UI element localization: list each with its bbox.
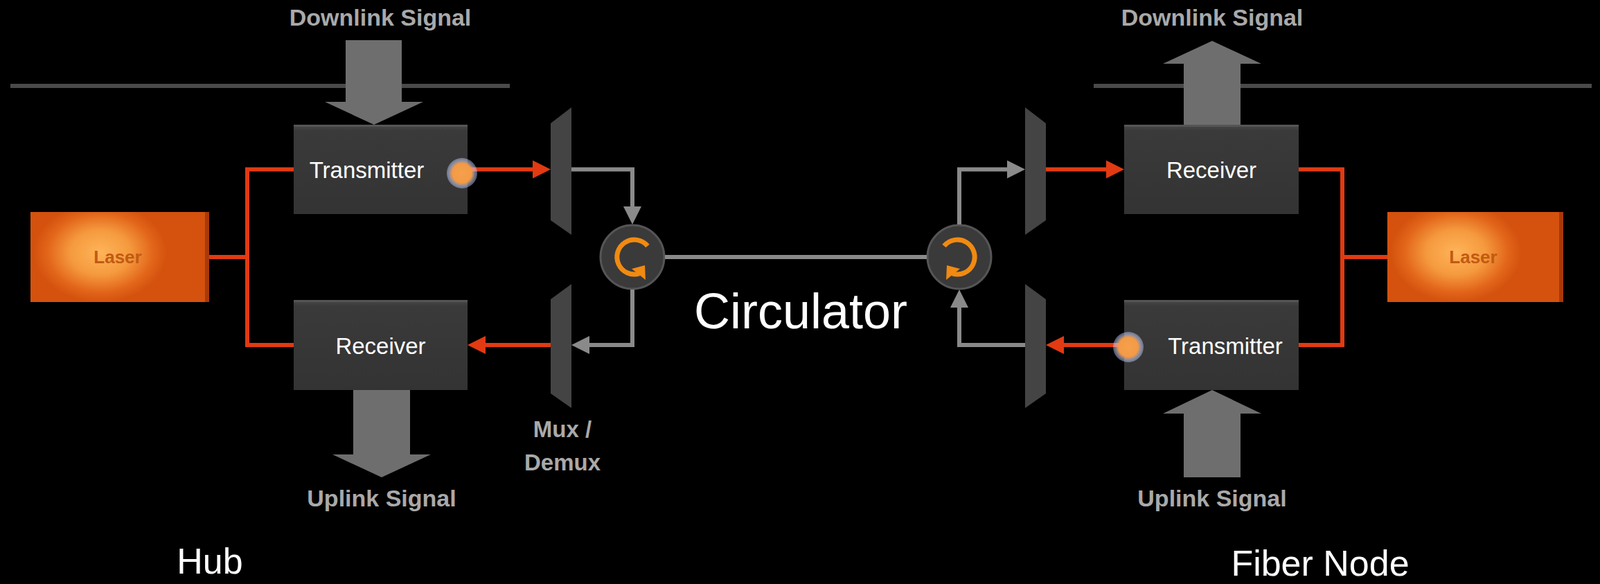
downlink-arrow (1162, 40, 1262, 125)
rail-line (1093, 83, 1592, 88)
receiver-box: Receiver (293, 299, 468, 390)
node-label: Laser (1449, 246, 1497, 269)
downlink-arrow (324, 40, 424, 125)
signal-label: Uplink Signal (306, 484, 456, 512)
part-label: Mux / Demux (510, 412, 615, 480)
signal-connector (1298, 256, 1388, 345)
transmitter-box: Transmitter (1124, 299, 1299, 390)
transmitter-box: Transmitter (293, 124, 468, 215)
uplink-arrow (1162, 389, 1262, 478)
receiver-box: Receiver (1124, 124, 1299, 215)
signal-connector (209, 256, 294, 345)
site-label: Hub (176, 540, 243, 582)
signal-dot (1113, 331, 1144, 363)
signal-label: Uplink Signal (1137, 484, 1287, 512)
signal-connector (467, 160, 1125, 258)
mux-bar (550, 283, 572, 408)
node-label: Transmitter (1167, 333, 1283, 360)
signal-dot (446, 157, 478, 189)
node-label: Receiver (1166, 157, 1257, 184)
laser-box: Laser (30, 211, 210, 302)
node-label: Transmitter (309, 157, 425, 184)
signal-connector (1298, 169, 1388, 258)
circulator-symbol (927, 225, 992, 289)
mux-bar (550, 107, 572, 235)
signal-label: Downlink Signal (1121, 4, 1304, 32)
site-label: Fiber Node (1230, 542, 1409, 584)
signal-label: Downlink Signal (289, 4, 472, 32)
uplink-arrow (332, 389, 431, 478)
part-label: Circulator (694, 282, 908, 340)
signal-connector (467, 256, 1125, 354)
circulator-symbol (600, 225, 665, 289)
node-label: Laser (93, 246, 142, 269)
signal-connector (209, 169, 294, 258)
node-label: Receiver (335, 333, 426, 360)
rail-line (10, 83, 510, 88)
mux-bar (1025, 283, 1046, 408)
laser-box: Laser (1387, 211, 1564, 302)
mux-bar (1025, 107, 1046, 235)
